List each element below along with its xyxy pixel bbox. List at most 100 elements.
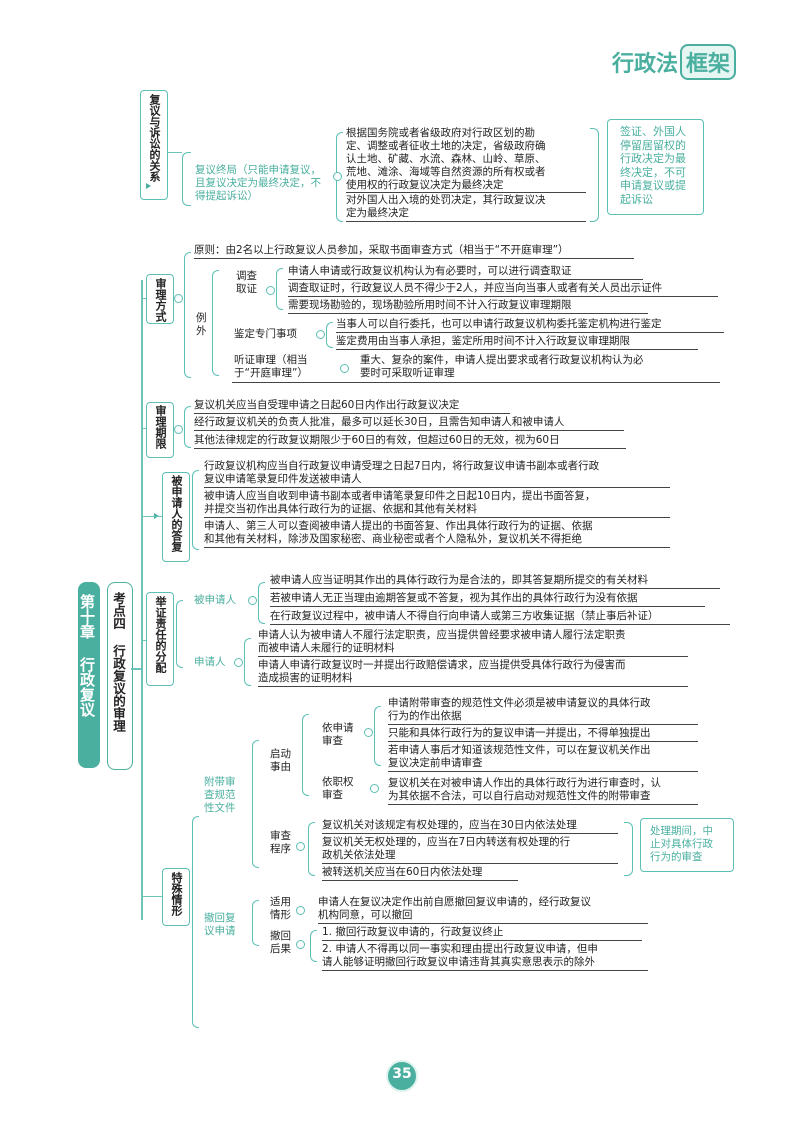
special-app-u1 [388,724,698,725]
relation-brace [182,152,191,206]
period-item2: 经行政复议机关的负责人批准，最多可以延长30日，且需告知申请人和被申请人 [194,416,565,428]
relation-note-line2: 停留居留权的 [620,138,686,152]
special-result-brace [310,930,317,962]
respondent-u3 [204,547,670,548]
special-auth-item: 复议机关在对被申请人作出的具体行政行为进行审查时，认 为其依据不合法，可以自行启… [388,777,661,803]
special-proc-note: 处理期间，中 止对具体行政 行为的审查 [650,825,713,864]
review-investigate-u2 [288,296,718,297]
relation-item1-underline [346,192,586,193]
respondent-item1-line2: 复议申请笔录复印件发送被申请人 [204,473,362,485]
respondent-item1: 行政复议机构应当自行政复议申请受理之日起7日内，将行政复议申请书副本或者行政 复… [204,460,599,486]
special-auth-line2: 为其依据不合法，可以自行启动对规范性文件的附带审查 [388,790,651,802]
review-hearing-label: 听证审理（相当于“开庭审理”） [234,354,308,379]
respondent-item2-line2: 并提交当初作出具体行政行为的证据、依据和其他有关材料 [204,503,477,515]
period-label: 审理期限 [154,405,167,449]
special-proc-item3: 被转送机关应当在60日内依法处理 [322,866,483,878]
special-procedure-dot [296,842,305,851]
respondent-item2-line1: 被申请人应当自收到申请书副本或者申请笔录复印件之日起10日内，提出书面答复， [204,490,596,502]
special-scope-label: 适用情形 [270,896,291,921]
special-proc-note-line3: 行为的审查 [650,851,703,863]
special-proc-u2 [322,863,618,864]
burden-applicant-u1 [258,656,688,657]
special-app-u3 [388,771,698,772]
header-title-text: 行政法 [612,52,679,77]
respondent-u1 [204,487,670,488]
burden-applicant-item1-line1: 申请人认为被申请人不履行法定职责，应当提供曾经要求被申请人履行法定职责 [258,629,626,641]
special-result-item2: 2. 申请人不得再以同一事实和理由提出行政复议申请，但申 请人能够证明撤回行政复… [322,943,598,969]
special-proc-u1 [322,833,618,834]
special-withdraw-label: 撤回复议申请 [204,912,236,937]
review-exception-brace [212,270,219,376]
relation-item2-line1: 对外国人出入境的处罚决定，其行政复议决 [346,194,546,206]
review-appraisal-u1 [336,332,724,333]
review-investigate-item1: 申请人申请或行政复议机构认为有必要时，可以进行调查取证 [288,265,572,277]
special-scope-dot [296,906,305,915]
special-result-u1 [322,940,642,941]
burden-applicant-label: 申请人 [194,656,226,668]
burden-applicant-item1: 申请人认为被申请人不履行法定职责，应当提供曾经要求被申请人履行法定职责 而被申请… [258,629,626,655]
burden-applicant-u2 [258,686,688,687]
special-app-item3-line1: 若申请人事后才知道该规范性文件，可以在复议机关作出 [388,744,651,756]
relation-note-line4: 终决定，不可 [620,165,686,179]
period-box [146,402,174,458]
relation-item1-line1: 根据国务院或者省级政府对行政区划的勘 [346,127,535,139]
special-proc-item2-line1: 复议机关无权处理的，应当在7日内转送有权处理的行 [322,836,571,848]
special-proc-note-brace [624,822,633,876]
period-item1: 复议机关应当自受理申请之日起60日内作出行政复议决定 [194,399,460,411]
page-number: 35 [392,1066,412,1082]
relation-note: 签证、外国人 停留居留权的 行政决定为最 终决定，不可 申请复议或提 起诉讼 [620,125,686,206]
special-result-item2-line2: 请人能够证明撤回行政复议申请违背其真实意思表示的除外 [322,956,595,968]
special-by-application-dot [364,728,373,737]
burden-respondent-label: 被申请人 [194,594,236,606]
special-label: 特殊情形 [170,872,183,916]
review-investigate-item2: 调查取证时，行政复议人员不得少于2人，并应当向当事人或者有关人员出示证件 [288,282,663,294]
special-scope-line2: 机构同意，可以撤回 [318,909,413,921]
special-result-item2-line1: 2. 申请人不得再以同一事实和理由提出行政复议申请，但申 [322,943,598,955]
burden-respondent-u3 [270,624,730,625]
special-app-item1-line2: 行为的作出依据 [388,710,462,722]
respondent-item2: 被申请人应当自收到申请书副本或者申请笔录复印件之日起10日内，提出书面答复， 并… [204,490,595,516]
special-start-label: 启动事由 [270,748,291,773]
special-app-item2: 只能和具体行政行为的复议申请一并提出，不得单独提出 [388,727,651,739]
respondent-box [162,472,190,562]
review-investigate-u1 [288,279,643,280]
review-method-dot [174,294,183,303]
topic-box [107,582,133,770]
period-h [141,428,146,430]
respondent-item1-line1: 行政复议机构应当自行政复议申请受理之日起7日内，将行政复议申请书副本或者行政 [204,460,600,472]
special-result-label: 撤回后果 [270,930,291,955]
special-scope-line1: 申请人在复议决定作出前自愿撤回复议申请的，经行政复议 [318,896,591,908]
special-withdraw-brace [252,900,259,946]
special-by-application: 依申请审查 [322,722,354,747]
relation-item1-line3: 认土地、矿藏、水流、森林、山岭、草原、 [346,153,546,165]
special-by-authority-dot [370,784,379,793]
review-principle-underline [194,258,634,259]
burden-applicant-item1-line2: 而被申请人未履行的证明材料 [258,642,395,654]
burden-applicant-item2-line1: 申请人申请行政复议时一并提出行政赔偿请求，应当提供受具体行政行为侵害而 [258,659,626,671]
relation-item2-line2: 定为最终决定 [346,207,409,219]
special-proc-item1: 复议机关对该规定有权处理的，应当在30日内依法处理 [322,819,577,831]
burden-applicant-dot [234,658,243,667]
relation-note-line5: 申请复议或提 [620,179,686,192]
burden-respondent-item3: 在行政复议过程中，被申请人不得自行向申请人或第三方收集证据（禁止事后补证） [270,610,659,622]
review-method-box [146,274,174,324]
review-investigate-item3: 需要现场勘验的，现场勘验所用时间不计入行政复议审理期限 [288,299,572,311]
period-u3 [194,448,626,449]
relation-connector [168,152,182,154]
special-procedure-brace [308,822,315,876]
relation-note-box [607,119,704,215]
period-item3: 其他法律规定的行政复议期限少于60日的有效，但超过60日的无效，视为60日 [194,434,560,446]
burden-h [141,640,146,642]
burden-respondent-brace [258,582,265,624]
review-hearing-item: 重大、复杂的案件，申请人提出要求或者行政复议机构认为必 要时可采取听证审理 [360,354,644,380]
header-title-box: 框架 [680,44,737,80]
trunk-line-top [131,668,141,670]
special-app-item1: 申请附带审查的规范性文件必须是被申请复议的具体行政 行为的作出依据 [388,697,651,723]
burden-respondent-u2 [270,606,705,607]
review-hearing-line1: 重大、复杂的案件，申请人提出要求或者行政复议机构认为必 [360,354,644,366]
burden-respondent-item2: 若被申请人无正当理由逾期答复或不答复，视为其作出的具体行政行为没有依据 [270,592,638,604]
special-start-brace [302,714,309,796]
relation-label: 复议与诉讼的关系 [148,94,161,182]
respondent-item3: 申请人、第三人可以查阅被申请人提出的书面答复、作出具体行政行为的证据、依据 和其… [204,520,593,546]
trunk-line [141,280,143,920]
